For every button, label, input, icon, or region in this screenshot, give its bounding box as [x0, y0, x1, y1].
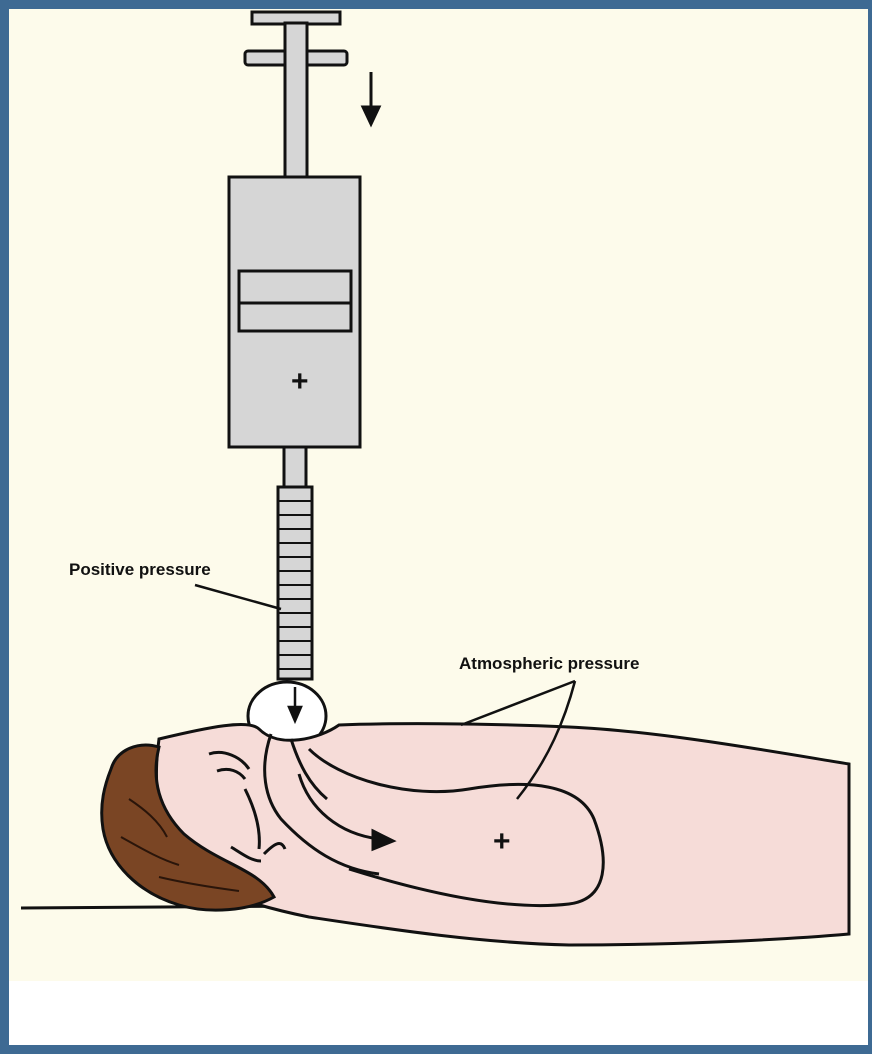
chest-plus-sign: + [493, 825, 511, 858]
positive-pressure-label: Positive pressure [69, 560, 211, 579]
tube-connector [284, 447, 306, 487]
positive-pressure-leader [195, 585, 281, 609]
down-arrow-icon [363, 72, 379, 124]
barrel-plus-sign: + [291, 365, 309, 398]
plunger-head [239, 271, 351, 331]
ventilation-diagram: + [9, 9, 868, 981]
atmospheric-pressure-label: Atmospheric pressure [459, 654, 639, 673]
ribbed-tube [278, 487, 312, 679]
figure-panel: + [9, 9, 868, 981]
